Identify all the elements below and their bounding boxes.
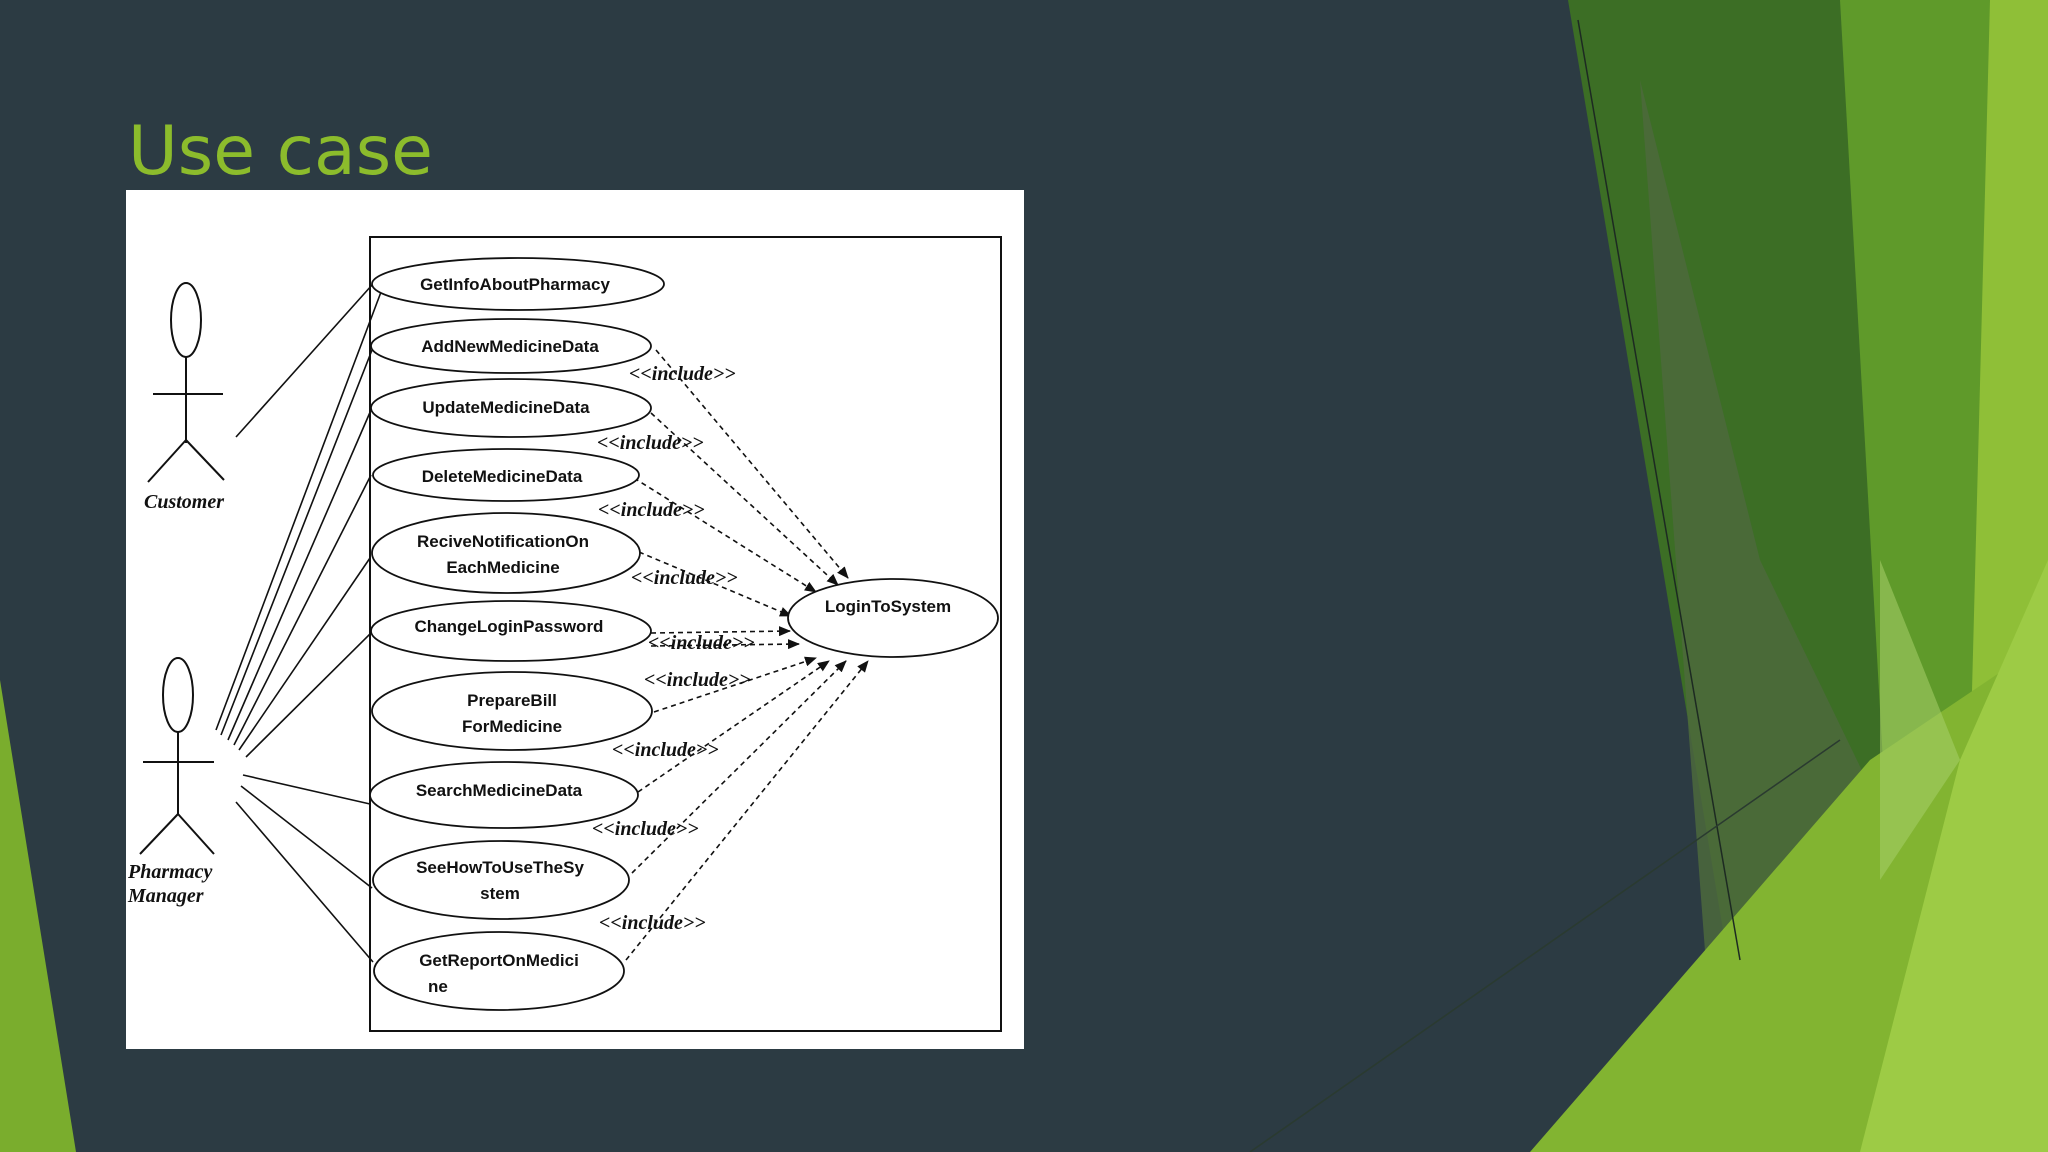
use-case-search-medicine-ellipse <box>369 761 639 829</box>
actor-manager-head <box>162 657 194 733</box>
include-label: <<include>> <box>612 739 719 761</box>
decor-thin-line-1 <box>1577 19 1741 961</box>
use-case-get-info-ellipse <box>371 257 665 311</box>
include-arrow-notify <box>638 551 792 617</box>
include-labels: <<include>> <<include>> <<include>> <<in… <box>592 363 755 934</box>
use-case-login-label: LoginToSystem <box>825 597 951 616</box>
actor-customer-leg-right <box>185 439 225 481</box>
include-arrow-update <box>650 412 839 586</box>
use-case-see-how-label-line1: SeeHowToUseTheSy <box>416 858 584 877</box>
use-case-receive-notification-ellipse <box>371 512 641 594</box>
use-case-change-password-ellipse <box>370 600 652 662</box>
assoc-manager-getinfo <box>215 291 382 731</box>
use-case-see-how-ellipse <box>372 840 630 920</box>
use-case-receive-notification-label-line1: ReciveNotificationOn <box>417 532 589 551</box>
use-case-delete-medicine-ellipse <box>372 448 640 502</box>
use-case-labels: GetInfoAboutPharmacy AddNewMedicineData … <box>415 275 952 996</box>
use-case-prepare-bill-label-line1: PrepareBill <box>467 691 557 710</box>
use-case-prepare-bill-label-line2: ForMedicine <box>462 717 562 736</box>
actor-manager-leg-left <box>139 813 179 855</box>
use-case-diagram-figure: Customer Pharmacy Manager <<in <box>126 190 1024 1049</box>
assoc-manager-notify <box>238 557 371 751</box>
include-label: <<include>> <box>631 567 738 589</box>
include-label: <<include>> <box>644 669 751 691</box>
decor-light-lime-shard <box>1860 560 2048 1152</box>
include-label: <<include>> <box>599 912 706 934</box>
use-case-ellipses <box>369 257 999 1011</box>
assoc-manager-search <box>242 774 371 805</box>
use-case-add-medicine-label: AddNewMedicineData <box>421 337 599 356</box>
use-case-add-medicine-ellipse <box>370 318 652 374</box>
actor-customer-leg-left <box>147 439 187 483</box>
use-case-get-report-label-line2: ne <box>428 977 448 996</box>
include-arrow-seehow <box>631 660 847 874</box>
include-arrow-bill <box>653 656 817 713</box>
assoc-customer-getinfo <box>235 284 373 438</box>
use-case-diagram: Customer Pharmacy Manager <<in <box>127 236 1002 1032</box>
include-label: <<include>> <box>648 632 755 654</box>
use-case-update-medicine-label: UpdateMedicineData <box>422 398 590 417</box>
include-arrow-add <box>655 349 849 579</box>
actor-customer <box>147 282 225 483</box>
assoc-manager-seehow <box>240 785 373 889</box>
use-case-login-ellipse <box>787 578 999 658</box>
actor-manager-label-line2: Manager <box>127 885 204 907</box>
assoc-manager-delete <box>233 474 372 746</box>
actor-manager-label-line1: Pharmacy <box>127 861 213 883</box>
include-arrow-report <box>625 660 869 961</box>
include-label: <<include>> <box>597 432 704 454</box>
association-lines <box>215 284 382 963</box>
actor-manager-leg-right <box>177 813 215 855</box>
use-case-get-report-label-line1: GetReportOnMedici <box>419 951 579 970</box>
include-arrow-search <box>637 660 830 793</box>
include-label: <<include>> <box>592 818 699 840</box>
assoc-manager-update <box>227 409 372 741</box>
use-case-get-report-ellipse <box>373 931 625 1011</box>
include-label: <<include>> <box>629 363 736 385</box>
use-case-see-how-label-line2: stem <box>480 884 520 903</box>
slide-title: Use case <box>128 112 433 191</box>
use-case-search-medicine-label: SearchMedicineData <box>416 781 583 800</box>
use-case-change-password-label: ChangeLoginPassword <box>415 617 604 636</box>
use-case-prepare-bill-ellipse <box>371 671 653 751</box>
actor-customer-head <box>170 282 202 358</box>
use-case-delete-medicine-label: DeleteMedicineData <box>422 467 583 486</box>
actor-customer-label: Customer <box>144 491 224 513</box>
decor-thin-line-2 <box>1249 739 1841 1152</box>
use-case-get-info-label: GetInfoAboutPharmacy <box>420 275 610 294</box>
assoc-manager-report <box>235 801 374 963</box>
use-case-update-medicine-ellipse <box>370 378 652 438</box>
decor-pale-highlight <box>1880 560 1960 880</box>
assoc-manager-password <box>245 631 373 758</box>
include-arrows <box>625 349 869 961</box>
include-arrow-password-2 <box>650 639 800 650</box>
include-label: <<include>> <box>598 499 705 521</box>
actor-pharmacy-manager <box>139 657 215 855</box>
use-case-receive-notification-label-line2: EachMedicine <box>446 558 559 577</box>
decor-left-green-shard <box>0 680 76 1152</box>
assoc-manager-add <box>220 349 373 736</box>
